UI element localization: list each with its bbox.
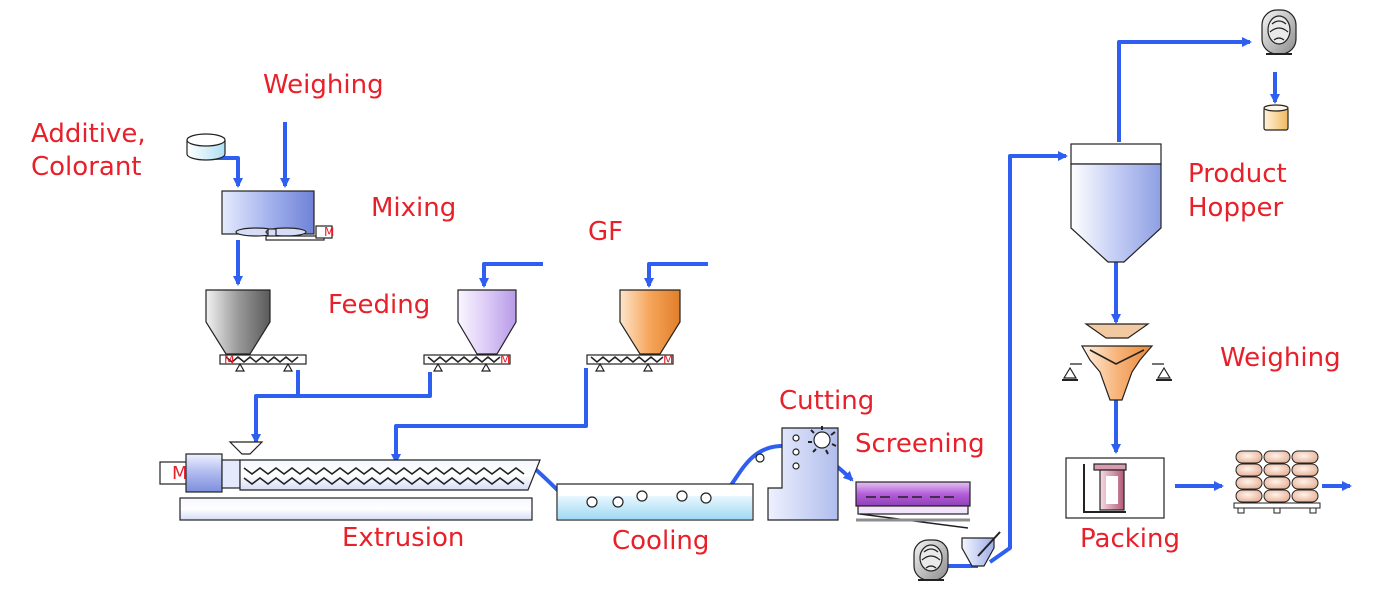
label-cooling: Cooling (612, 526, 710, 556)
cooling-bath (556, 483, 754, 521)
blower-top-icon (1261, 9, 1297, 55)
product-hopper (1070, 143, 1162, 263)
vibrating-screen (855, 481, 971, 529)
feeder-hopper-gray (205, 289, 307, 372)
flow-gf-in-orange (644, 262, 708, 288)
gray-feeder-motor-mark: M (224, 353, 234, 367)
pelletizer-cutter (755, 426, 839, 521)
packing-machine (1065, 457, 1165, 519)
mixer (221, 190, 333, 241)
label-extrusion: Extrusion (342, 523, 465, 553)
small-bag-icon (1263, 104, 1289, 131)
additive-container (186, 133, 226, 161)
feeder-hopper-violet (423, 289, 517, 372)
extruder (159, 441, 541, 521)
mixer-motor-mark: M (324, 225, 334, 239)
label-weighing-top: Weighing (263, 70, 384, 100)
label-additive-line2: Colorant (31, 152, 142, 182)
bag-stack-pallet (1233, 450, 1321, 514)
label-mixing: Mixing (371, 193, 457, 223)
flow-cyclone-to-hopper (988, 151, 1068, 564)
label-gf: GF (588, 217, 624, 247)
orange-feeder-motor-mark: M (663, 353, 673, 367)
label-product-line1: Product (1188, 159, 1287, 189)
flow-additive-to-mixer (207, 156, 243, 188)
flow-orange-feeder-to-extruder (391, 368, 588, 464)
label-feeding: Feeding (328, 290, 431, 320)
label-packing: Packing (1080, 524, 1181, 554)
label-product-line2: Hopper (1188, 193, 1284, 223)
violet-feeder-motor-mark: M (500, 353, 510, 367)
flow-gf-in-violet (479, 262, 543, 288)
label-weighing-right: Weighing (1220, 343, 1341, 373)
cyclone-separator (961, 531, 1001, 567)
label-screening: Screening (855, 429, 985, 459)
blower-bottom-icon (913, 539, 949, 581)
label-cutting: Cutting (779, 386, 875, 416)
feeder-hopper-orange (586, 289, 681, 372)
flow-violet-feeder-merge (298, 372, 432, 398)
flow-feeders-to-extruder (251, 370, 300, 444)
weighing-scale (1062, 323, 1172, 401)
flow-hopper-to-blower (1117, 37, 1252, 142)
extruder-motor-mark: M (172, 463, 188, 484)
label-additive-line1: Additive, (31, 119, 146, 149)
